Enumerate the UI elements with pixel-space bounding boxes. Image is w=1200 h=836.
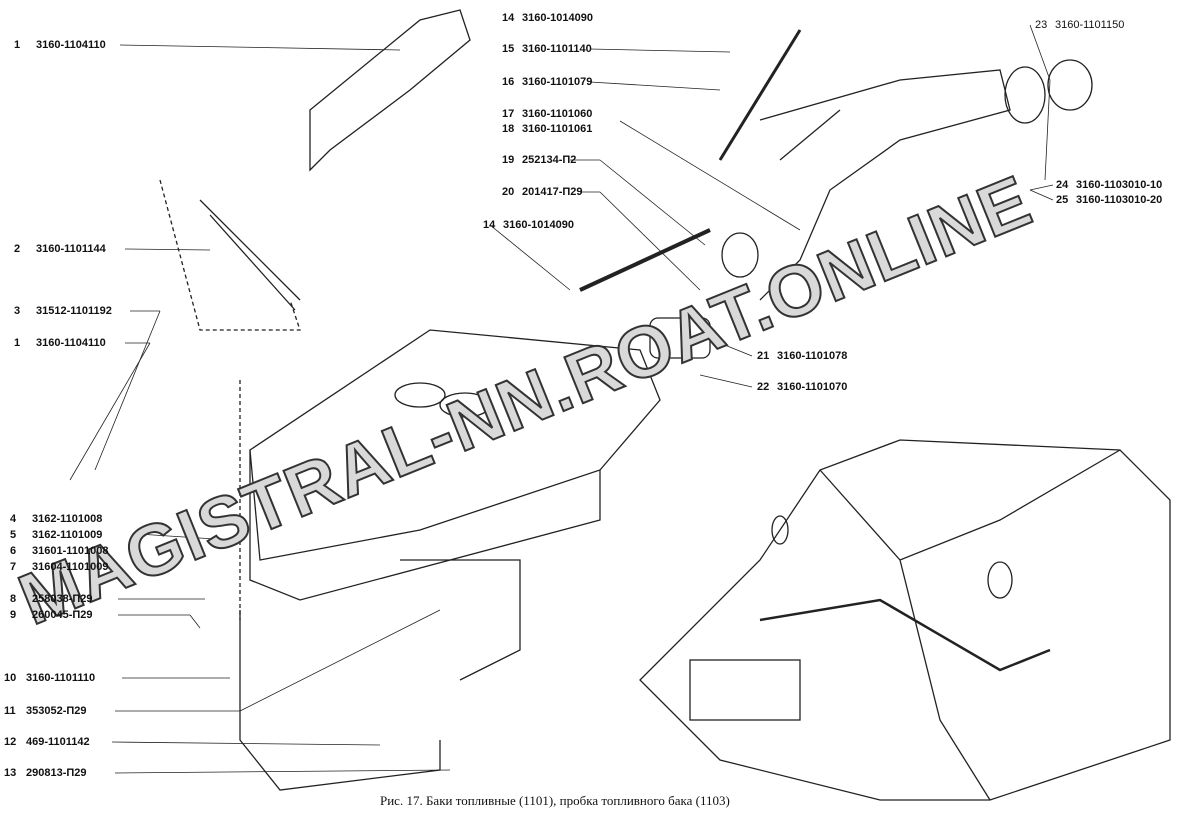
filler-pipe [579, 29, 1093, 359]
vehicle-body [639, 439, 1171, 801]
leader-lines [69, 24, 1054, 774]
cover-plate [159, 9, 471, 331]
figure-caption: Рис. 17. Баки топливные (1101), пробка т… [380, 793, 730, 808]
fuel-tank [239, 329, 661, 791]
